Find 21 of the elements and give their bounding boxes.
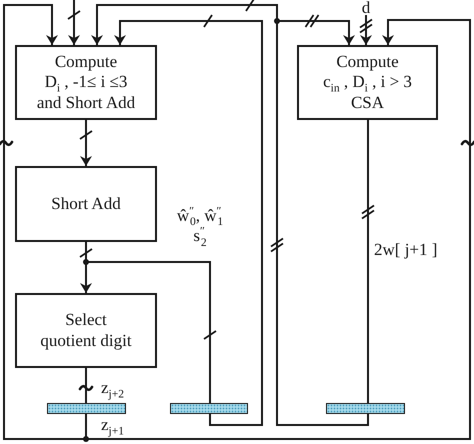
arrow [80, 120, 92, 166]
box-label: Compute c$_{in}$ , D$_{i}$ , i > 3 CSA [322, 52, 413, 114]
process-box [15, 293, 157, 368]
connector-line [367, 120, 369, 403]
arrow [114, 20, 263, 426]
connector-line [85, 368, 87, 403]
arrow [85, 19, 471, 440]
process-box [15, 45, 157, 120]
edge-label: 2w[ j+1 ] [374, 240, 438, 260]
box-label: Compute D$_{i}$ , -1≤ i ≤3 and Short Add [36, 52, 136, 114]
arrow [360, 15, 372, 45]
process-box [15, 166, 157, 242]
box-label: Short Add [51, 194, 121, 214]
arrow [68, 0, 80, 45]
arrow [276, 20, 369, 426]
process-box [297, 45, 438, 120]
box-label: Select quotient digit [39, 310, 133, 351]
signal-label: d [358, 0, 374, 15]
register-bar [170, 403, 248, 414]
register-bar [326, 403, 405, 414]
register-bar [47, 403, 126, 414]
